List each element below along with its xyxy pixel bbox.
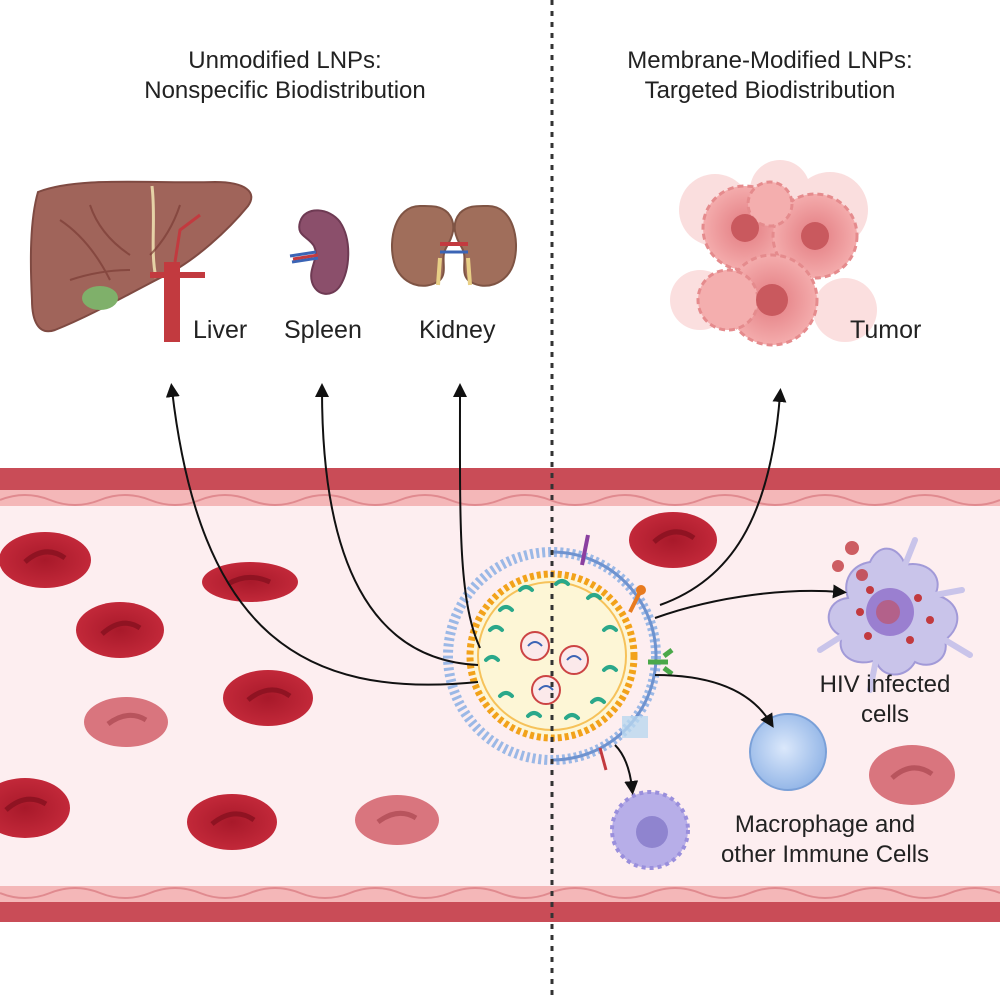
spleen-illustration	[289, 209, 350, 295]
rbc-pale-2	[355, 795, 439, 845]
tumor-label: Tumor	[850, 316, 922, 344]
rbc-pale-3	[869, 745, 955, 805]
hiv-label-line1: HIV infected	[819, 671, 951, 698]
hiv-infected-cell	[817, 537, 973, 693]
macrophage-cell	[610, 790, 690, 870]
immune-label-line1: Macrophage and	[734, 811, 916, 838]
endothelium-top	[0, 494, 1000, 506]
right-panel-title: Membrane-Modified LNPs: Targeted Biodist…	[560, 46, 980, 106]
endothelium-bottom	[0, 887, 1000, 899]
liver-illustration	[29, 180, 253, 342]
arrow-to-kidney	[452, 383, 481, 649]
arrow-to-liver	[165, 383, 479, 686]
arrow-to-hiv-cell	[654, 584, 847, 619]
left-title-line1: Unmodified LNPs:	[188, 47, 382, 74]
tumor-illustration	[670, 160, 877, 347]
liver-label: Liver	[193, 316, 248, 344]
rbc-pale-1	[84, 697, 168, 747]
right-title-line1: Membrane-Modified LNPs:	[627, 47, 913, 74]
rbc-1	[0, 532, 91, 588]
left-title-line2: Nonspecific Biodistribution	[144, 77, 426, 104]
arrow-to-tumor	[659, 388, 787, 606]
spleen-label: Spleen	[284, 316, 362, 344]
kidney-label: Kidney	[419, 316, 496, 344]
rbc-7	[629, 512, 717, 568]
distribution-arrows	[165, 383, 847, 795]
rbc-2	[202, 562, 298, 602]
immune-cells-label: Macrophage and other Immune Cells	[700, 810, 950, 870]
right-title-line2: Targeted Biodistribution	[644, 77, 896, 104]
immune-cell	[749, 713, 827, 791]
arrow-to-immune-cell	[654, 674, 774, 728]
hiv-label-line2: cells	[860, 701, 909, 728]
arrow-to-spleen	[315, 383, 479, 666]
rbc-5	[0, 778, 70, 838]
hiv-cells-label: HIV infected cells	[790, 670, 980, 730]
rbc-6	[187, 794, 277, 850]
rbc-3	[76, 602, 164, 658]
left-panel-title: Unmodified LNPs: Nonspecific Biodistribu…	[75, 46, 495, 106]
rbc-4	[223, 670, 313, 726]
arrow-to-macrophage	[614, 744, 639, 795]
immune-label-line2: other Immune Cells	[720, 841, 930, 868]
kidneys-illustration	[391, 204, 517, 287]
red-blood-cells	[0, 512, 955, 850]
